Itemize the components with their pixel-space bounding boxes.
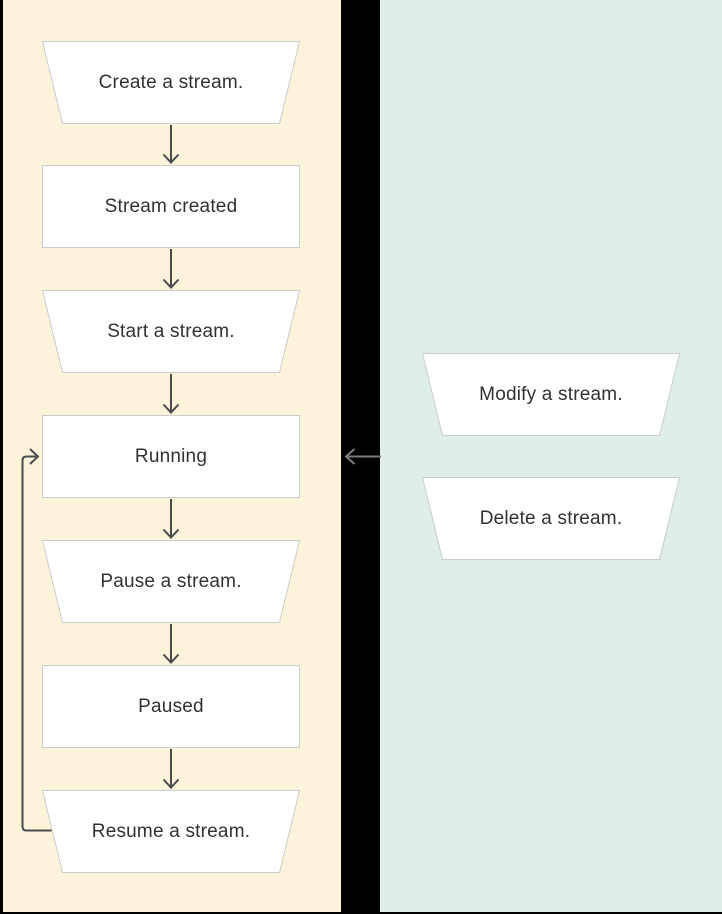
node-pause-stream: Pause a stream. — [42, 540, 300, 623]
trapezoid-shape — [422, 353, 680, 436]
trapezoid-shape — [42, 41, 300, 124]
node-start-stream: Start a stream. — [42, 290, 300, 373]
node-create-stream: Create a stream. — [42, 41, 300, 124]
node-running: Running — [42, 415, 300, 498]
node-label: Start a stream. — [107, 320, 235, 342]
trapezoid-shape — [42, 540, 300, 623]
node-delete-stream: Delete a stream. — [422, 477, 680, 560]
node-label: Paused — [138, 695, 204, 717]
node-label: Stream created — [104, 195, 238, 217]
left-arrow-icon — [344, 448, 381, 465]
node-label: Create a stream. — [98, 71, 244, 93]
node-label: Running — [134, 445, 208, 467]
node-resume-stream: Resume a stream. — [42, 790, 300, 873]
node-label: Modify a stream. — [479, 383, 623, 405]
trapezoid-shape — [42, 790, 300, 873]
node-label: Delete a stream. — [479, 507, 623, 529]
trapezoid-shape — [422, 477, 680, 560]
node-label: Pause a stream. — [100, 570, 242, 592]
node-stream-created: Stream created — [42, 165, 300, 248]
stream-actions-panel — [380, 0, 722, 912]
node-modify-stream: Modify a stream. — [422, 353, 680, 436]
node-label: Resume a stream. — [91, 820, 251, 842]
node-paused: Paused — [42, 665, 300, 748]
trapezoid-shape — [42, 290, 300, 373]
